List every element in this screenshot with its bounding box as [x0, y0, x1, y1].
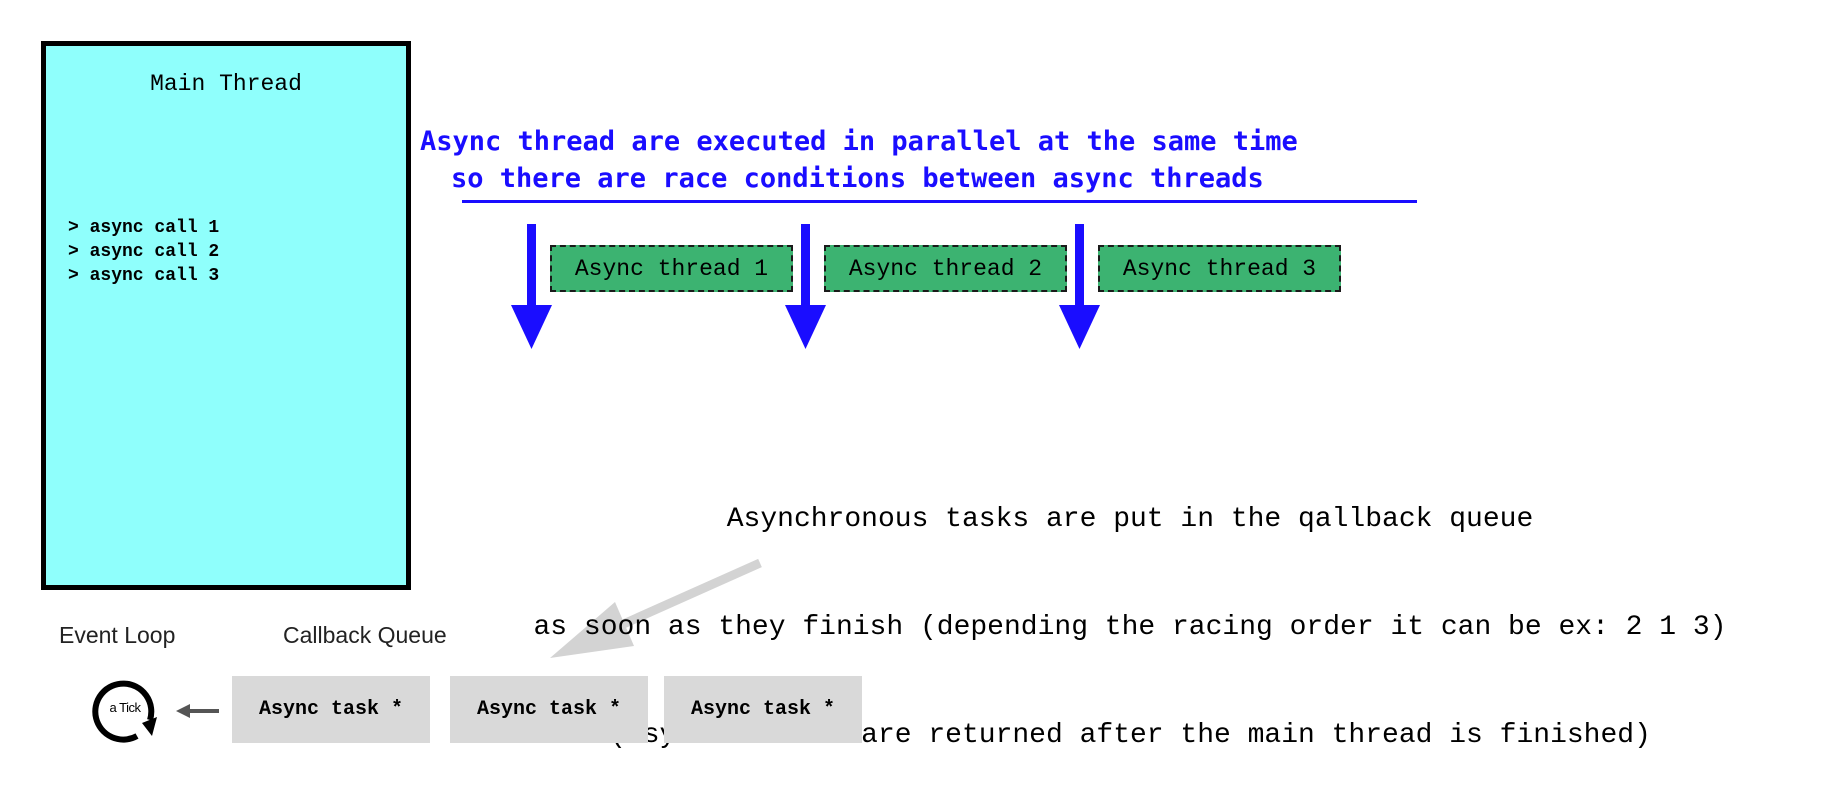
- callback-queue-task-3: Async task *: [664, 676, 862, 743]
- tick-label: a Tick: [109, 700, 141, 715]
- thread-2-down-arrow: [785, 224, 826, 349]
- async-call-line: > async call 1: [68, 218, 220, 238]
- async-thread-box-2: Async thread 2: [824, 245, 1067, 292]
- race-heading-line-1: Async thread are executed in parallel at…: [420, 126, 1298, 157]
- queue-explanation-line-1: Asynchronous tasks are put in the qallba…: [726, 504, 1534, 535]
- main-thread-call-list: > async call 1 > async call 2 > async ca…: [68, 216, 219, 288]
- callback-queue-label: Callback Queue: [283, 622, 447, 648]
- async-call-line: > async call 2: [68, 242, 220, 262]
- main-thread-title: Main Thread: [150, 71, 302, 97]
- callback-queue-task-2: Async task *: [450, 676, 648, 743]
- race-heading-line-2: so there are race conditions between asy…: [451, 163, 1264, 194]
- main-thread-box: Main Thread > async call 1 > async call …: [41, 41, 411, 590]
- async-thread-box-1: Async thread 1: [550, 245, 793, 292]
- event-loop-arrow: [176, 704, 219, 718]
- async-thread-box-3: Async thread 3: [1098, 245, 1341, 292]
- callback-queue-task-1: Async task *: [232, 676, 430, 743]
- thread-3-down-arrow: [1059, 224, 1100, 349]
- event-loop-label: Event Loop: [59, 622, 176, 648]
- race-condition-heading: Async thread are executed in parallel at…: [420, 123, 1520, 197]
- thread-down-arrows: [511, 224, 1100, 349]
- callback-queue-explanation: Asynchronous tasks are put in the qallba…: [430, 430, 1830, 790]
- async-call-line: > async call 3: [68, 266, 220, 286]
- thread-1-down-arrow: [511, 224, 552, 349]
- race-heading-underline: [462, 200, 1417, 203]
- circular-arrow-icon: [92, 680, 157, 743]
- queue-explanation-line-2: as soon as they finish (depending the ra…: [533, 612, 1727, 643]
- event-loop-tick-icon: a Tick: [90, 676, 160, 746]
- queue-entry-arrow: [550, 558, 762, 658]
